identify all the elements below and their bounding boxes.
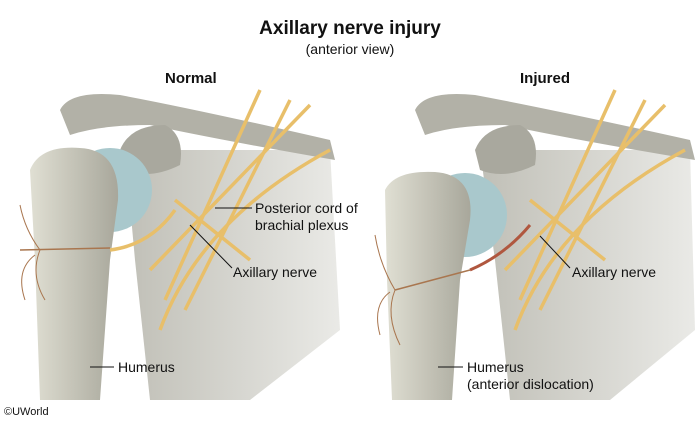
label-humerus-injured-line2: (anterior dislocation) [467,376,594,392]
normal-heading: Normal [165,70,217,87]
leader-lines [90,207,252,368]
brachial-plexus [109,89,331,331]
clavicle [60,94,335,160]
injured-axillary-nerve [469,224,532,272]
diagram-title: Axillary nerve injury [259,18,441,39]
label-humerus-injured: Humerus (anterior dislocation) [467,359,594,393]
normal-illustration [19,89,340,400]
injured-heading: Injured [520,70,571,87]
copyright: ©UWorld [4,406,49,418]
diagram-subtitle: (anterior view) [305,41,395,57]
humerus-bone [30,147,119,400]
label-axillary-nerve-injured: Axillary nerve [572,264,657,280]
injured-illustration [374,89,695,400]
axillary-nerve [109,208,177,252]
label-posterior-cord: Posterior cord of brachial plexus [255,200,358,234]
label-humerus-injured-line1: Humerus [467,359,524,375]
label-axillary-nerve-normal: Axillary nerve [233,264,318,280]
label-humerus-normal: Humerus [118,359,175,375]
label-posterior-cord-line2: brachial plexus [255,217,349,233]
nerve-branches [19,204,46,301]
label-posterior-cord-line1: Posterior cord of [255,200,358,216]
scapula [125,150,340,400]
